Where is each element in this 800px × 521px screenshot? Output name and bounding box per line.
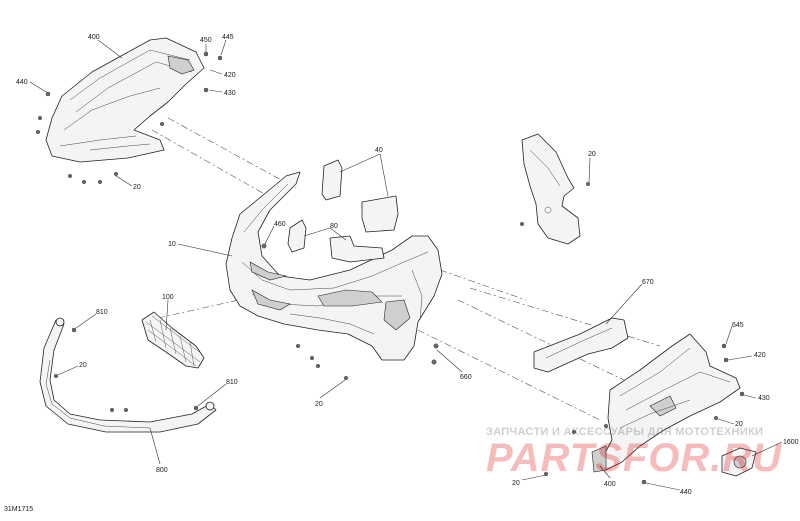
- callout-20-lower-right: 20: [735, 421, 743, 428]
- callout-100: 100: [162, 294, 174, 301]
- callout-645: 645: [732, 322, 744, 329]
- callout-400-upper: 400: [88, 34, 100, 41]
- callout-670: 670: [642, 279, 654, 286]
- left-upper-panel: [45, 37, 205, 163]
- alignment-lines: [151, 117, 661, 421]
- callout-20-upper-left: 20: [133, 184, 141, 191]
- callout-20-bar-left: 20: [79, 362, 87, 369]
- callout-810-lower: 810: [226, 379, 238, 386]
- callout-450: 450: [200, 37, 212, 44]
- diagram-code: 31M1715: [4, 506, 34, 513]
- callout-20-lower-left: 20: [512, 480, 520, 487]
- lower-deflector-670: [533, 317, 629, 373]
- callout-430-upper: 430: [224, 90, 236, 97]
- callout-20-center: 20: [315, 401, 323, 408]
- front-fascia: [225, 171, 443, 361]
- callout-430-lower: 430: [758, 395, 770, 402]
- leader-lines: [29, 39, 783, 491]
- right-lower-fascia: [591, 333, 741, 473]
- callout-80: 80: [330, 223, 338, 230]
- callout-445: 445: [222, 34, 234, 41]
- grille-mesh: [141, 311, 205, 369]
- right-upper-panel: [521, 133, 581, 245]
- callout-440-lower: 440: [680, 489, 692, 496]
- fasteners: [36, 51, 745, 485]
- callout-460: 460: [274, 221, 286, 228]
- callout-1600: 1600: [783, 439, 799, 446]
- callout-10: 10: [168, 241, 176, 248]
- callout-420-upper: 420: [224, 72, 236, 79]
- callout-40: 40: [375, 147, 383, 154]
- callout-440-upper: 440: [16, 79, 28, 86]
- insert-pieces-80: [287, 219, 385, 263]
- callout-420-lower: 420: [754, 352, 766, 359]
- insert-pieces-40: [321, 159, 399, 233]
- callout-810-upper: 810: [96, 309, 108, 316]
- fog-light-1600: [721, 447, 757, 477]
- callout-800: 800: [156, 467, 168, 474]
- front-bumper-bar: [39, 317, 217, 433]
- callouts: 400 450 445 420 430 440 20 40 20 460 80 …: [16, 34, 799, 496]
- callout-400-lower: 400: [604, 481, 616, 488]
- callout-20-upper-right: 20: [588, 151, 596, 158]
- callout-660: 660: [460, 374, 472, 381]
